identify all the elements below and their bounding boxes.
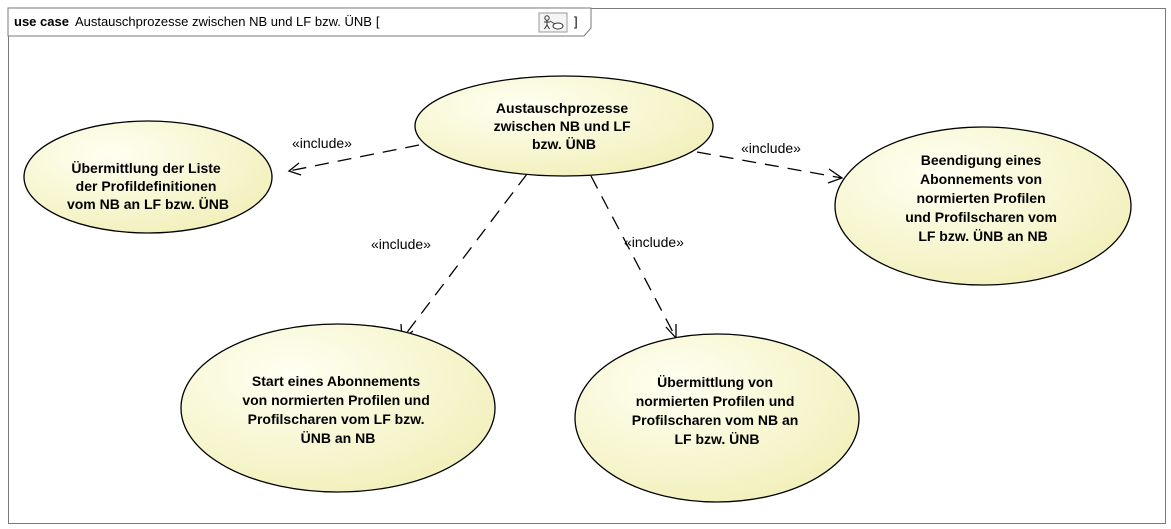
use-case-start-label: Start eines Abonnements von normierten P…: [242, 373, 433, 446]
use-case-start-line: von normierten Profilen und: [242, 392, 429, 408]
frame-keyword: use case: [14, 14, 69, 29]
use-case-uebprof-line: Übermittlung von: [657, 374, 773, 390]
use-case-liste-line: vom NB an LF bzw. ÜNB: [67, 196, 229, 212]
use-case-liste[interactable]: Übermittlung der Liste der Profildefinit…: [23, 120, 273, 234]
frame-bracket-open: [: [376, 14, 380, 29]
include-uebprof: «include»: [590, 175, 684, 340]
frame-bracket-close: ]: [574, 14, 578, 29]
use-case-start-line: Start eines Abonnements: [252, 373, 421, 389]
use-case-uebprof-line: Profilscharen vom NB an: [632, 412, 799, 428]
include-label-start: «include»: [371, 236, 431, 252]
include-label-liste: «include»: [292, 135, 352, 151]
use-case-start[interactable]: Start eines Abonnements von normierten P…: [180, 323, 496, 493]
use-case-beend-label: Beendigung eines Abonnements von normier…: [905, 152, 1061, 244]
use-case-start-line: ÜNB an NB: [301, 430, 376, 446]
use-case-diagram-icon[interactable]: [538, 12, 568, 33]
use-case-beend-line: Abonnements von: [920, 171, 1042, 187]
use-case-beend-line: LF bzw. ÜNB an NB: [918, 228, 1047, 244]
use-case-uebprof-line: normierten Profilen und: [636, 393, 795, 409]
use-case-main-line: zwischen NB und LF: [494, 118, 631, 134]
use-case-beend[interactable]: Beendigung eines Abonnements von normier…: [834, 126, 1132, 286]
use-case-beend-line: und Profilscharen vom: [905, 209, 1057, 225]
use-case-main-label: Austauschprozesse zwischen NB und LF bzw…: [494, 100, 635, 152]
use-case-uebprof[interactable]: Übermittlung von normierten Profilen und…: [574, 333, 860, 503]
frame-header-tab: [7, 7, 592, 37]
use-cases: Austauschprozesse zwischen NB und LF bzw…: [23, 75, 1132, 503]
use-case-liste-line: der Profildefinitionen: [76, 178, 217, 194]
use-case-uebprof-label: Übermittlung von normierten Profilen und…: [632, 374, 802, 447]
use-case-liste-label: Übermittlung der Liste der Profildefinit…: [67, 160, 229, 212]
use-case-main-line: Austauschprozesse: [496, 100, 628, 116]
use-case-uebprof-line: LF bzw. ÜNB: [674, 431, 759, 447]
include-label-uebprof: «include»: [624, 234, 684, 250]
use-case-start-line: Profilscharen vom LF bzw.: [248, 411, 425, 427]
include-relationships: «include» «include» «include» «include»: [287, 135, 844, 341]
include-start: «include»: [371, 173, 528, 341]
use-case-main[interactable]: Austauschprozesse zwischen NB und LF bzw…: [414, 75, 714, 177]
frame-title: Austauschprozesse zwischen NB und LF bzw…: [75, 14, 372, 29]
use-case-beend-line: normierten Profilen: [916, 190, 1045, 206]
include-liste: «include»: [287, 135, 420, 176]
frame-header: use case Austauschprozesse zwischen NB un…: [7, 7, 592, 37]
include-beend: «include»: [696, 140, 844, 184]
use-case-main-line: bzw. ÜNB: [532, 136, 596, 152]
frame-header-text: use case Austauschprozesse zwischen NB un…: [14, 14, 380, 29]
use-case-beend-line: Beendigung eines: [921, 152, 1042, 168]
include-label-beend: «include»: [741, 140, 801, 156]
use-case-liste-line: Übermittlung der Liste: [71, 160, 221, 176]
